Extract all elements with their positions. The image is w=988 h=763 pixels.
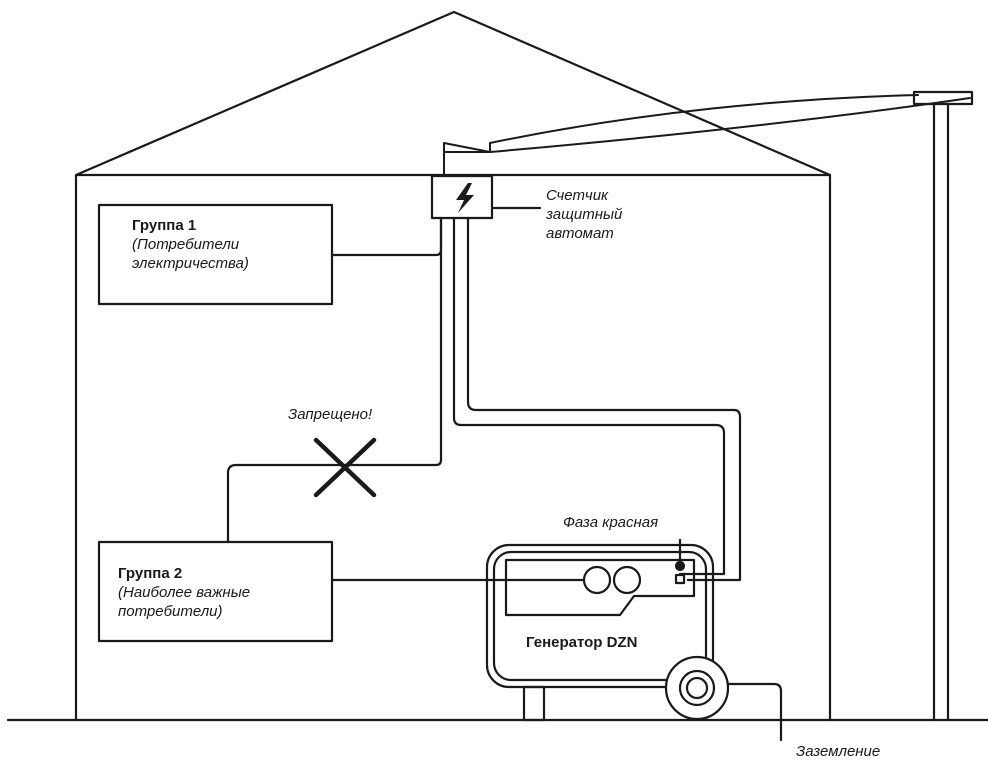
ground-label: Заземление — [796, 743, 881, 760]
generator-wheel — [664, 655, 730, 721]
wire-ground — [726, 682, 783, 742]
cross-icon — [313, 437, 377, 498]
group1-title: Группа 1 — [132, 217, 197, 234]
group1-desc-line2: электричества) — [132, 255, 249, 272]
group2-desc-line1: (Наиболее важные — [118, 584, 251, 601]
group2-label: Группа 2 (Наиболее важные потребители) — [118, 564, 250, 621]
group1-desc-line1: (Потребители — [132, 236, 240, 253]
wire-forbidden — [226, 216, 443, 544]
meter-label-line1: Счетчик — [546, 187, 609, 204]
overhead-wires — [443, 94, 971, 176]
lightning-icon — [456, 183, 474, 213]
forbidden-label: Запрещено! — [288, 406, 373, 423]
group2-box — [97, 540, 334, 643]
wire-meter-generator — [452, 216, 742, 582]
meter-label: Счетчик защитный автомат — [546, 186, 622, 243]
meter-label-line2: защитный — [546, 206, 623, 223]
meter-label-line3: автомат — [546, 225, 614, 242]
meter-box — [430, 174, 542, 220]
group2-desc-line2: потребители) — [118, 603, 223, 620]
wire-meter-group1 — [330, 216, 443, 257]
phase-label: Фаза красная — [563, 514, 659, 531]
group1-label: Группа 1 (Потребители электричества) — [132, 216, 249, 273]
generator-label: Генератор DZN — [526, 634, 638, 651]
generator-body — [485, 538, 715, 722]
utility-pole — [912, 90, 974, 722]
group2-title: Группа 2 — [118, 565, 183, 582]
